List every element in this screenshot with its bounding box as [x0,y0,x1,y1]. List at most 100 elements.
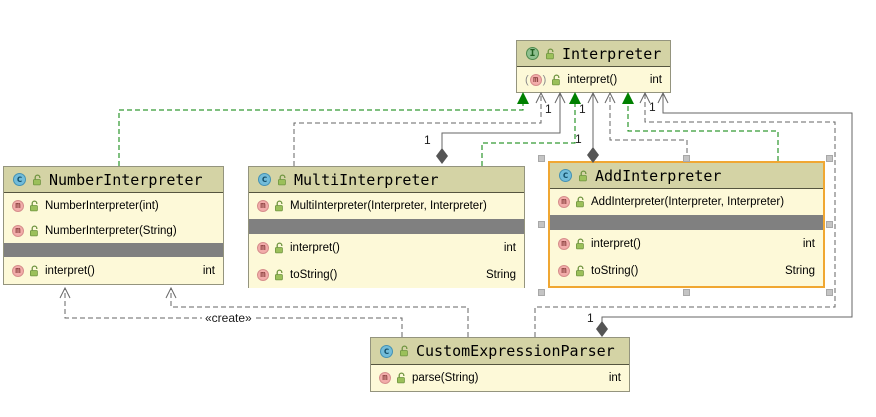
class-icon: c [258,173,271,186]
edge-dependency-multi-to-interpreter[interactable] [293,91,547,166]
class-header-interpreter[interactable]: I Interpreter [517,41,670,67]
member-name: interpret() [45,264,95,277]
member-name: AddInterpreter(Interpreter, Interpreter) [591,196,785,208]
method-icon: m [257,200,269,212]
multiplicity-label: 1 [649,100,656,114]
method-icon: m [558,264,570,277]
class-icon: c [380,344,393,358]
member-row-parse[interactable]: m parse(String) int [371,365,629,391]
multiplicity-label: 1 [424,133,431,147]
member-row-interpret[interactable]: m interpret() int [550,230,823,257]
public-lock-icon [29,199,38,211]
members-separator [550,215,823,230]
selection-handle-mid-left[interactable] [538,221,545,228]
public-lock-icon [274,200,283,212]
class-icon: c [13,173,26,186]
class-node-custom-expression-parser[interactable]: c CustomExpressionParser m parse(String)… [370,337,630,392]
edge-aggregation-add-interpreter[interactable] [587,91,599,163]
member-row-constructor[interactable]: m MultiInterpreter(Interpreter, Interpre… [249,193,524,219]
interface-icon: I [526,47,539,60]
public-lock-icon [32,173,41,185]
public-lock-icon [575,237,584,249]
class-header-custom-expression-parser[interactable]: c CustomExpressionParser [371,338,629,365]
class-name: AddInterpreter [595,166,722,185]
public-lock-icon [552,73,561,85]
edge-realization-number-interpreter[interactable] [118,92,529,166]
selection-handle-bottom-left[interactable] [538,289,545,296]
create-stereotype-label: «create» [202,312,255,324]
member-name: toString() [290,268,338,281]
multiplicity-label: 1 [587,311,594,325]
member-type: String [784,264,815,277]
public-lock-icon [575,196,584,208]
class-node-add-interpreter[interactable]: c AddInterpreter m AddInterpreter(Interp… [548,161,825,288]
class-header-multi-interpreter[interactable]: c MultiInterpreter [249,167,524,193]
abstract-method-icon: (m) [525,73,547,86]
method-icon: m [257,241,269,254]
member-row-constructor-int[interactable]: m NumberInterpreter(int) [4,193,223,218]
public-lock-icon [274,241,283,253]
class-node-interpreter[interactable]: I Interpreter (m) interpret() int [516,40,671,93]
member-row-tostring[interactable]: m toString() String [550,257,823,284]
selection-handle-top-right[interactable] [826,155,833,162]
selection-handle-bottom-right[interactable] [826,289,833,296]
public-lock-icon [277,173,286,185]
multiplicity-label: 1 [579,102,586,116]
method-icon: m [379,372,391,384]
multiplicity-label: 1 [575,132,582,146]
edge-realization-add-interpreter[interactable] [622,92,779,161]
public-lock-icon [274,268,283,280]
class-node-multi-interpreter[interactable]: c MultiInterpreter m MultiInterpreter(In… [248,166,525,288]
class-name: CustomExpressionParser [416,342,615,360]
edge-realization-multi-interpreter[interactable] [481,92,581,166]
public-lock-icon [29,224,38,236]
member-name: NumberInterpreter(int) [45,199,159,212]
method-icon: m [12,264,24,277]
members-separator [4,243,223,257]
public-lock-icon [396,372,405,384]
class-header-add-interpreter[interactable]: c AddInterpreter [550,163,823,189]
method-icon: m [12,224,24,237]
selection-handle-bottom-center[interactable] [683,289,690,296]
class-header-number-interpreter[interactable]: c NumberInterpreter [4,167,223,193]
member-name: NumberInterpreter(String) [45,224,177,237]
member-row-tostring[interactable]: m toString() String [249,261,524,288]
member-type: int [608,372,621,384]
class-name: Interpreter [562,44,662,63]
member-type: int [503,241,516,254]
selection-handle-top-left[interactable] [538,155,545,162]
class-name: NumberInterpreter [49,170,203,189]
member-type: int [649,73,662,86]
selection-handle-mid-right[interactable] [826,221,833,228]
members-separator [249,219,524,234]
member-name: MultiInterpreter(Interpreter, Interprete… [290,200,487,212]
public-lock-icon [578,169,587,181]
method-icon: m [558,237,570,250]
member-row-interpret[interactable]: (m) interpret() int [517,67,670,92]
method-icon: m [12,199,24,212]
method-icon: m [257,268,269,281]
member-name: toString() [591,264,639,277]
member-type: int [802,237,815,250]
class-name: MultiInterpreter [294,170,439,189]
edge-dependency-add-to-interpreter[interactable] [604,91,688,161]
method-icon: m [558,196,570,208]
public-lock-icon [545,47,554,59]
member-name: parse(String) [412,372,479,384]
public-lock-icon [399,345,408,357]
member-row-interpret[interactable]: m interpret() int [249,234,524,261]
public-lock-icon [29,264,38,276]
member-row-constructor-string[interactable]: m NumberInterpreter(String) [4,218,223,243]
member-type: int [202,264,215,277]
selection-handle-top-center[interactable] [683,155,690,162]
member-row-interpret[interactable]: m interpret() int [4,257,223,284]
member-name: interpret() [290,241,340,254]
class-node-number-interpreter[interactable]: c NumberInterpreter m NumberInterpreter(… [3,166,224,285]
multiplicity-label: 1 [545,102,552,116]
public-lock-icon [575,264,584,276]
member-name: interpret() [567,73,618,86]
member-row-constructor[interactable]: m AddInterpreter(Interpreter, Interprete… [550,189,823,215]
class-icon: c [559,169,572,182]
member-type: String [485,268,516,281]
